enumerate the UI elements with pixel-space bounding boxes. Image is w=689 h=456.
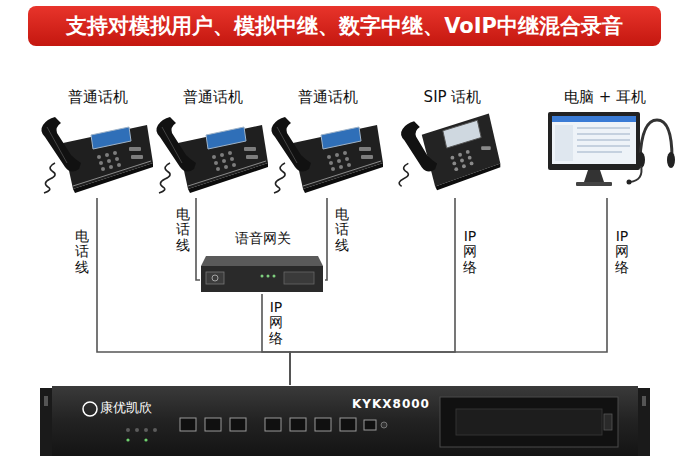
sip-phone: SIP 话机 <box>390 88 515 198</box>
analog-phone: 普通话机 <box>265 88 390 198</box>
title: 支持对模拟用户、模拟中继、数字中继、VoIP中继混合录音 <box>66 12 623 40</box>
cable-label: 电话线 <box>74 228 90 276</box>
model-number: KYKX8000 <box>352 397 430 411</box>
node-label: 普通话机 <box>183 88 243 106</box>
call-recorder: 康优凯欣 KYKX8000 <box>50 385 640 456</box>
brand-logo-text: 康优凯欣 <box>100 400 152 416</box>
cable-line <box>290 198 607 385</box>
cable-line <box>290 198 455 385</box>
pc-headset: 电脑 + 耳机 <box>535 88 675 198</box>
cable-line <box>97 198 290 385</box>
cable-label: IP 网络 <box>268 299 284 347</box>
analog-phone: 普通话机 <box>35 88 160 198</box>
node-label: 普通话机 <box>68 88 128 106</box>
cable-label: IP 网络 <box>462 228 478 276</box>
cable-line <box>262 294 290 385</box>
node-label: 语音网关 <box>235 230 291 247</box>
phone-illustration <box>41 117 383 193</box>
pc-headset-illustration <box>548 112 675 186</box>
analog-phone: 普通话机 <box>150 88 275 198</box>
cable-label: 电话线 <box>334 206 350 254</box>
cable-label: IP 网络 <box>614 228 630 276</box>
gateway-illustration <box>201 256 323 292</box>
sip-phone-illustration <box>399 114 500 191</box>
node-label: 电脑 + 耳机 <box>564 88 646 106</box>
node-label: SIP 话机 <box>424 88 482 106</box>
title-banner: 支持对模拟用户、模拟中继、数字中继、VoIP中继混合录音 <box>28 6 661 46</box>
cable-line <box>325 198 327 280</box>
cable-label: 电话线 <box>175 206 191 254</box>
recorder-illustration <box>40 386 650 456</box>
node-label: 普通话机 <box>298 88 358 106</box>
voice-gateway: 语音网关 <box>200 228 325 294</box>
cable-line <box>196 198 200 280</box>
